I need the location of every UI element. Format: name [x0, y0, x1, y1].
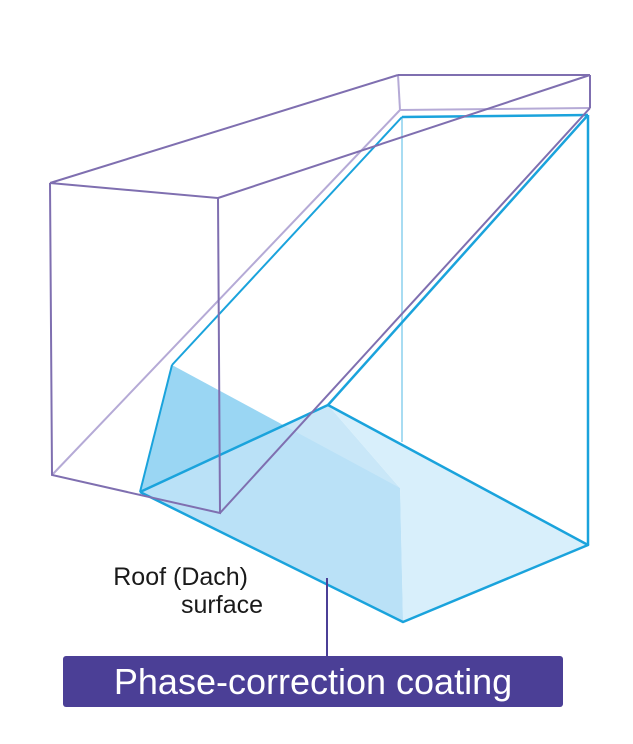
- housing-outline: [49, 74, 591, 515]
- prism-outline: [139, 113, 590, 624]
- roof-label-line2: surface: [181, 591, 263, 619]
- roof-label-line1: Roof (Dach): [113, 563, 248, 591]
- coating-banner: Phase-correction coating: [63, 656, 563, 707]
- base-face-light: [328, 405, 588, 622]
- roof-faces: [140, 365, 588, 622]
- base-face: [140, 405, 403, 622]
